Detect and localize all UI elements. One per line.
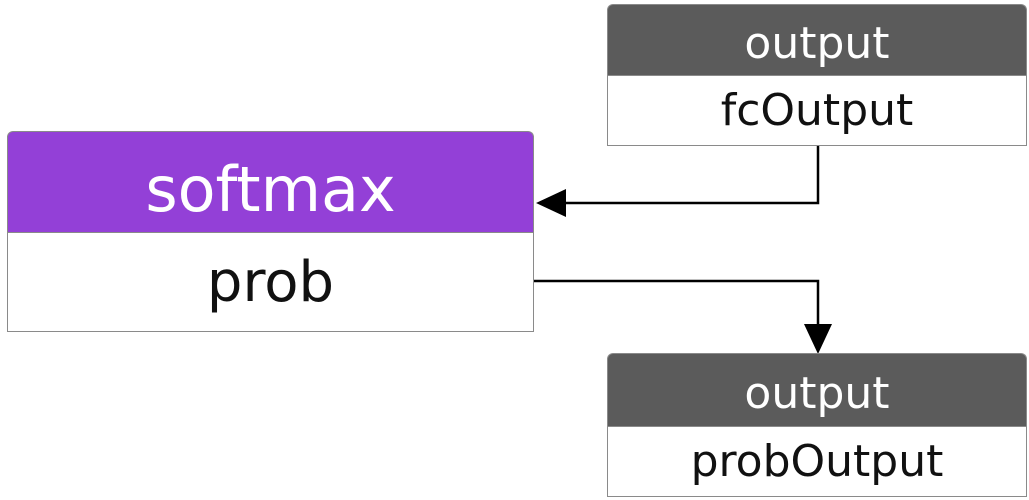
- softmax-node-type: softmax: [7, 131, 534, 232]
- edge-fcoutput-to-softmax: [536, 146, 820, 217]
- fc-output-node-name: fcOutput: [607, 75, 1027, 146]
- prob-output-node-name: probOutput: [607, 426, 1027, 497]
- prob-output-node-type: output: [607, 353, 1027, 426]
- softmax-node-name: prob: [7, 232, 534, 332]
- fc-output-node-type: output: [607, 4, 1027, 75]
- arrowhead-down-icon: [804, 324, 832, 354]
- fc-output-node[interactable]: output fcOutput: [607, 4, 1027, 146]
- prob-output-node[interactable]: output probOutput: [607, 353, 1027, 497]
- softmax-layer-node[interactable]: softmax prob: [7, 131, 534, 332]
- arrowhead-left-icon: [536, 189, 566, 217]
- edge-softmax-to-proboutput: [534, 279, 832, 354]
